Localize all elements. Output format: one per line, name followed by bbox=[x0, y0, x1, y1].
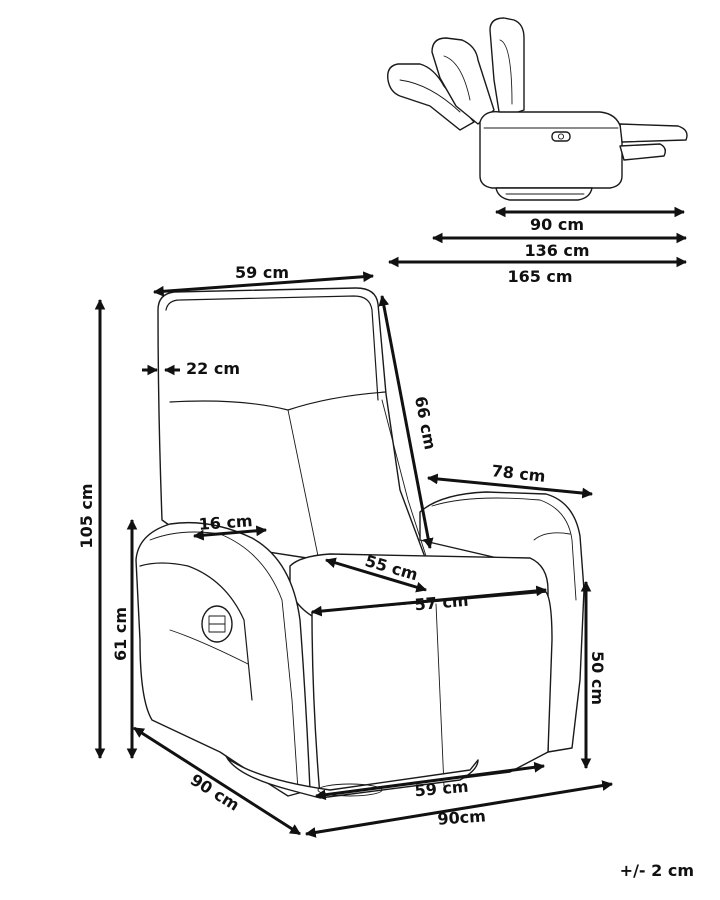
label-armrest-length: 78 cm bbox=[491, 461, 547, 486]
label-half-recline: 136 cm bbox=[524, 241, 589, 260]
dimension-lines bbox=[94, 206, 688, 838]
tolerance-note: +/- 2 cm bbox=[620, 861, 694, 880]
front-left-arm bbox=[135, 521, 311, 797]
label-backrest-thickness: 22 cm bbox=[186, 359, 240, 378]
label-total-height: 105 cm bbox=[77, 483, 96, 548]
front-view-chair bbox=[135, 287, 585, 799]
dim-line-armrest-width bbox=[192, 525, 268, 541]
label-width: 90cm bbox=[437, 806, 487, 828]
label-depth: 90 cm bbox=[187, 770, 243, 815]
side-footrest bbox=[619, 123, 688, 143]
dim-line-seat-depth bbox=[324, 557, 428, 593]
dim-line-backrest-height bbox=[378, 294, 434, 550]
dim-line-backrest-width bbox=[152, 271, 375, 297]
label-seat-height: 50 cm bbox=[588, 651, 607, 705]
label-base-width: 59 cm bbox=[414, 777, 469, 801]
dim-line-width bbox=[304, 780, 614, 838]
backrest-full-recline bbox=[387, 63, 475, 131]
dim-line-armrest-length bbox=[426, 473, 594, 499]
label-side-seat-depth: 90 cm bbox=[530, 215, 584, 234]
label-full-recline: 165 cm bbox=[507, 267, 572, 286]
dim-line-seat-width bbox=[310, 585, 548, 617]
backrest-half-recline bbox=[431, 37, 495, 125]
dimension-labels: 90 cm 136 cm 165 cm 59 cm 22 cm 66 cm 10… bbox=[77, 215, 694, 880]
side-body bbox=[479, 111, 623, 189]
backrest-upright bbox=[489, 17, 525, 119]
front-panel bbox=[311, 591, 553, 797]
label-armrest-width: 16 cm bbox=[198, 511, 253, 534]
dim-line-depth bbox=[133, 726, 301, 836]
label-backrest-width: 59 cm bbox=[235, 263, 289, 282]
label-seat-width: 57 cm bbox=[414, 591, 469, 615]
side-view-chair bbox=[387, 17, 688, 201]
side-lever-icon bbox=[551, 131, 571, 142]
label-backrest-height: 66 cm bbox=[411, 395, 440, 452]
label-armrest-height: 61 cm bbox=[111, 607, 130, 661]
